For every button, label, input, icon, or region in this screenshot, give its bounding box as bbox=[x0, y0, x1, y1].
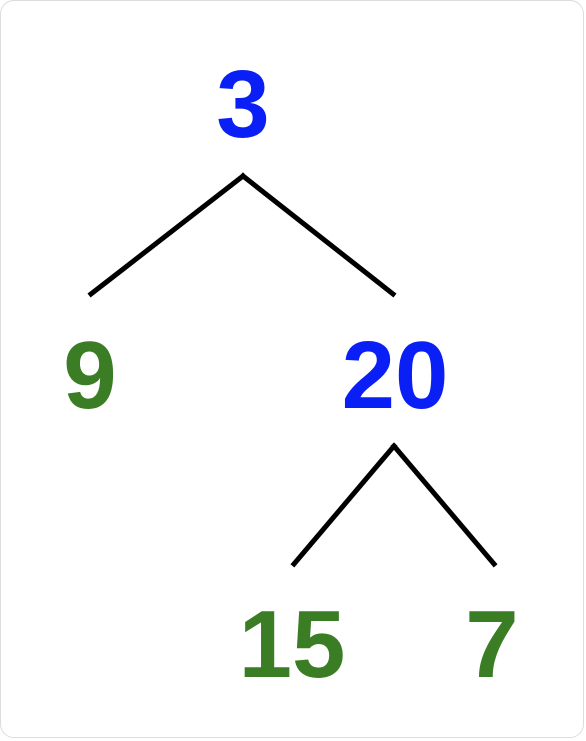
edge-right-right bbox=[390, 442, 498, 568]
node-right: 20 bbox=[342, 322, 449, 429]
edge-root-left bbox=[87, 172, 247, 298]
node-left: 9 bbox=[63, 322, 116, 429]
edge-right-left bbox=[290, 442, 398, 568]
node-root: 3 bbox=[216, 51, 269, 158]
node-right-left: 15 bbox=[239, 591, 346, 698]
edge-root-right bbox=[239, 172, 397, 298]
node-right-right: 7 bbox=[465, 591, 518, 698]
